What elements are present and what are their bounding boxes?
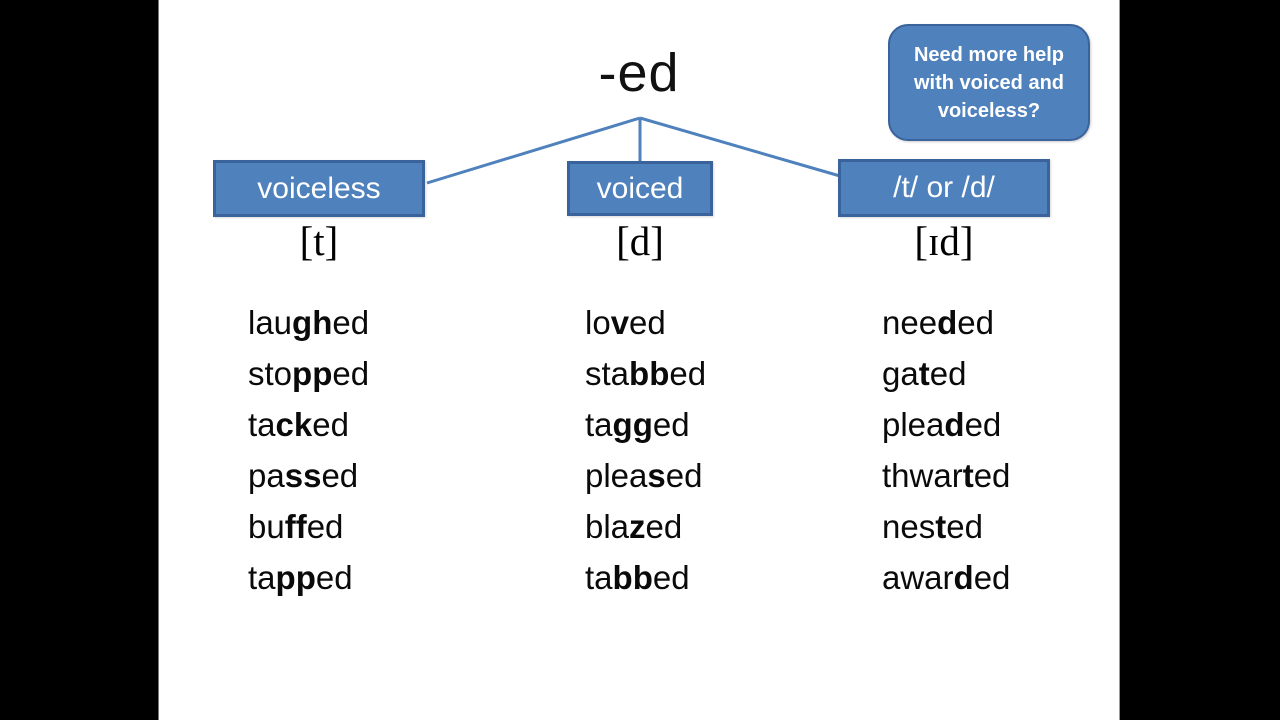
list-item: pleaded <box>882 406 1002 443</box>
list-item: tabbed <box>585 559 690 596</box>
word-list-t-or-d: needed gated pleaded thwarted nested awa… <box>882 297 1010 603</box>
list-item: laughed <box>248 304 370 341</box>
list-item: gated <box>882 355 967 392</box>
node-t-or-d-label: /t/ or /d/ <box>893 171 995 204</box>
list-item: stabbed <box>585 355 707 392</box>
list-item: awarded <box>882 559 1011 596</box>
node-voiceless: voiceless <box>213 160 425 217</box>
list-item: buffed <box>248 508 344 545</box>
word-list-voiced: loved stabbed tagged pleased blazed tabb… <box>585 297 706 603</box>
node-voiceless-label: voiceless <box>257 171 381 205</box>
list-item: tacked <box>248 406 349 443</box>
phonetic-voiceless: [t] <box>299 218 339 264</box>
list-item: blazed <box>585 508 683 545</box>
list-item: thwarted <box>882 457 1011 494</box>
phonetic-t-or-d: [ɪd] <box>914 218 974 264</box>
list-item: nested <box>882 508 983 545</box>
node-t-or-d: /t/ or /d/ <box>838 159 1050 217</box>
page-title: -ed <box>598 43 680 103</box>
list-item: passed <box>248 457 359 494</box>
help-callout-button[interactable]: Need more help with voiced and voiceless… <box>888 24 1090 141</box>
list-item: tapped <box>248 559 353 596</box>
help-callout-line: voiceless? <box>937 99 1041 122</box>
word-list-voiceless: laughed stopped tacked passed buffed tap… <box>248 297 369 603</box>
node-voiced-label: voiced <box>596 171 684 205</box>
list-item: stopped <box>248 355 370 392</box>
list-item: needed <box>882 304 994 341</box>
list-item: loved <box>585 304 666 341</box>
help-callout-line: Need more help <box>913 43 1065 66</box>
slide: -ed voiceless voiced /t/ or /d/ [t] [d] … <box>158 0 1120 720</box>
help-callout-line: with voiced and <box>913 71 1065 94</box>
node-voiced: voiced <box>567 161 713 216</box>
phonetic-voiced: [d] <box>616 218 664 264</box>
list-item: tagged <box>585 406 690 443</box>
list-item: pleased <box>585 457 703 494</box>
